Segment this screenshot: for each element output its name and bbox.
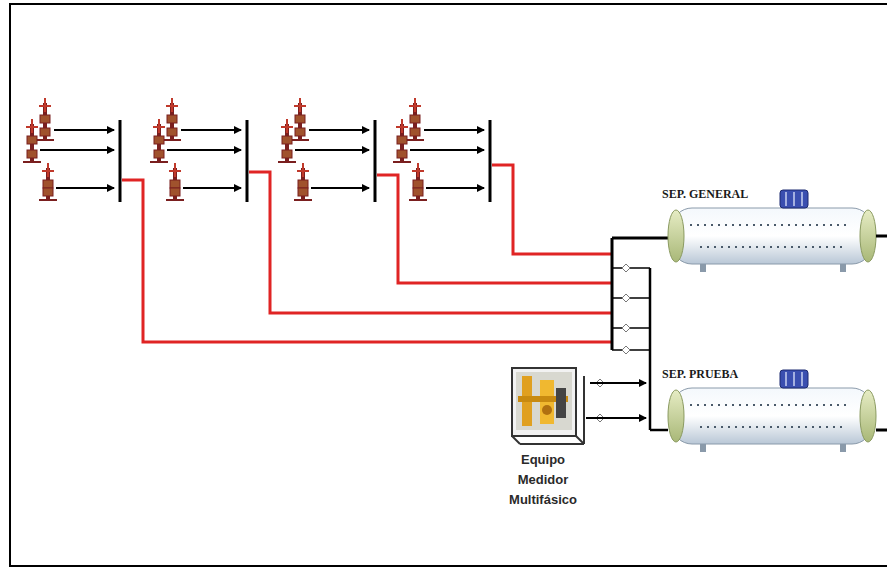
separator-label: SEP. GENERAL — [660, 187, 750, 202]
separator-label: SEP. PRUEBA — [660, 367, 740, 382]
separator-vessel: SEP. GENERAL — [660, 184, 885, 270]
separator-vessel: SEP. PRUEBA — [646, 364, 885, 450]
equipment-label: Equipo Medidor Multifásico — [500, 450, 586, 510]
meter-unit: Equipo Medidor Multifásico — [500, 364, 590, 514]
flow-arrow — [590, 382, 646, 384]
